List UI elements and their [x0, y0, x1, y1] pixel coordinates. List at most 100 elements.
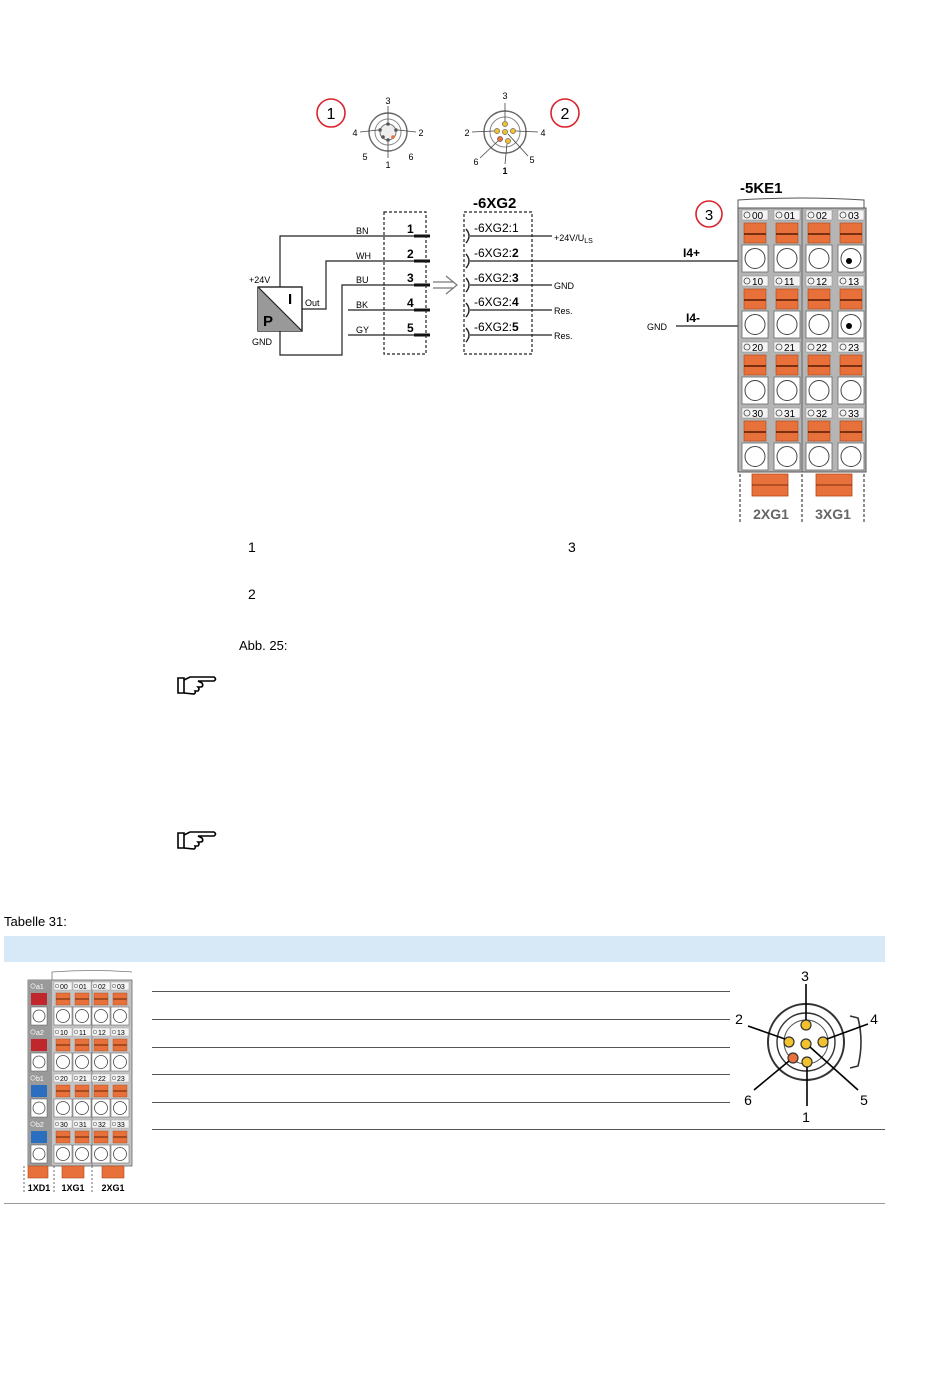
ke1-terminal-label: 31 [784, 409, 796, 420]
ke1-terminal-label: 22 [816, 343, 828, 354]
connector-2: 2 3 2 4 6 5 1 [464, 91, 580, 176]
sensor-out-label: Out [305, 298, 320, 308]
table-caption: Tabelle 31: [4, 914, 67, 929]
term-terminal-label: 32 [98, 1122, 106, 1129]
term-terminal-label: 31 [79, 1122, 87, 1129]
table-row-line [152, 1047, 730, 1048]
term-terminal-label: 03 [117, 984, 125, 991]
table-row-line [152, 1074, 730, 1075]
figure-caption: Abb. 25: [239, 638, 288, 653]
arrow-icon [433, 275, 458, 295]
connector-1: 1 3 4 2 5 6 1 [316, 96, 424, 170]
xg2-pin-label: -6XG2:4 [474, 295, 519, 309]
xg2-pin-label: -6XG2:1 [474, 221, 519, 235]
term-connector-label: 2XG1 [101, 1183, 124, 1193]
wire-color: GY [356, 325, 369, 335]
c1-pin-label: 4 [352, 128, 357, 138]
callout-1-label: 1 [327, 106, 336, 123]
ke1-connector-label: 3XG1 [815, 506, 851, 522]
wiring-diagram: 1 3 4 2 5 6 1 2 3 [249, 91, 867, 522]
cable-plug-box [383, 211, 427, 355]
ke1-terminal-label: 03 [848, 211, 860, 222]
callout-3-label: 3 [705, 207, 713, 224]
xg2-signal-res: Res. [554, 331, 573, 341]
m12-pin-label: 2 [735, 1011, 743, 1027]
ke1-terminal-label: 32 [816, 409, 828, 420]
wire-color: BU [356, 275, 369, 285]
term-terminal-label: 02 [98, 984, 106, 991]
xg2-socket-arcs [465, 228, 470, 343]
sensor-gnd-label: GND [252, 337, 273, 347]
ke1-terminal-label: 10 [752, 277, 764, 288]
term-terminal-label: 11 [79, 1030, 86, 1037]
ke1-terminal-label: 00 [752, 211, 764, 222]
table-row-line [152, 991, 730, 992]
ke1-terminal-label: 33 [848, 409, 860, 420]
m12-pin-label: 5 [860, 1092, 868, 1108]
term-terminal-label: 13 [117, 1030, 125, 1037]
legend-item-2: 2 [248, 586, 256, 602]
term-side-label: a1 [36, 984, 44, 991]
ke1-connector-label: 2XG1 [753, 506, 789, 522]
terminal-i4-minus-dot [846, 323, 852, 329]
c1-pin-label: 2 [418, 128, 423, 138]
wire-color: BN [356, 226, 369, 236]
i4-plus-label: I4+ [683, 246, 700, 260]
c2-pin-label: 3 [502, 91, 507, 101]
term-terminal-label: 22 [98, 1076, 106, 1083]
xg2-signal-res: Res. [554, 306, 573, 316]
m12-pin-label: 4 [870, 1011, 878, 1027]
callout-2-label: 2 [561, 106, 570, 123]
ke1-terminal-label: 01 [784, 211, 796, 222]
ke1-terminal-label: 21 [784, 343, 796, 354]
table-row-line [152, 1019, 730, 1020]
ke1-gnd-label: GND [647, 322, 668, 332]
ke1-terminal-label: 13 [848, 277, 860, 288]
pressure-sensor: P I +24V GND Out [249, 275, 320, 347]
m12-connector-image: 3 2 4 6 5 1 [735, 968, 878, 1125]
table-bottom-border [4, 1203, 885, 1204]
callout-circle-2 [550, 98, 580, 128]
c2-pin-label: 6 [473, 157, 478, 167]
term-terminal-label: 23 [117, 1076, 125, 1083]
xg2-pin-label: -6XG2:2 [474, 246, 519, 260]
legend-item-1: 1 [248, 539, 256, 555]
wire-end-markers [414, 234, 430, 337]
term-side-label: b2 [36, 1122, 44, 1129]
c1-pin-label: 5 [362, 152, 367, 162]
ke1-terminal-label: 23 [848, 343, 860, 354]
c1-pin-label: 3 [385, 96, 390, 106]
xg2-signal-24v: +24V/ULS [554, 233, 593, 245]
pointing-hand-icon [177, 676, 217, 695]
term-terminal-label: 01 [79, 984, 87, 991]
table-row-line [152, 1102, 730, 1103]
wire-color: WH [356, 251, 371, 261]
callout-circle-3 [695, 200, 723, 228]
term-connector-label: 1XG1 [61, 1183, 84, 1193]
term-terminal-label: 10 [60, 1030, 68, 1037]
terminal-i4-plus-dot [846, 258, 852, 264]
wire-color: BK [356, 300, 368, 310]
c1-pin-label: 6 [408, 152, 413, 162]
term-terminal-label: 20 [60, 1076, 68, 1083]
xg2-signal-gnd: GND [554, 281, 575, 291]
m12-pin-label: 3 [801, 968, 809, 984]
ke1-title: -5KE1 [740, 180, 783, 197]
ke1-terminal-label: 20 [752, 343, 764, 354]
wire-number: 3 [407, 271, 414, 285]
xg2-title: -6XG2 [473, 195, 516, 212]
sensor-p-letter: P [263, 313, 273, 330]
wire-number: 5 [407, 321, 414, 335]
c2-pin-label: 1 [502, 166, 507, 176]
i4-minus-label: I4- [686, 311, 700, 325]
c2-pin-label: 2 [464, 128, 469, 138]
c2-pin-label: 4 [540, 128, 545, 138]
table-row-line [152, 1129, 885, 1130]
term-terminal-label: 33 [117, 1122, 125, 1129]
term-terminal-label: 00 [60, 984, 68, 991]
pointing-hand-icon [177, 831, 217, 850]
term-terminal-label: 12 [98, 1030, 106, 1037]
ke1-terminal-label: 30 [752, 409, 764, 420]
callout-circle-1 [316, 98, 346, 128]
